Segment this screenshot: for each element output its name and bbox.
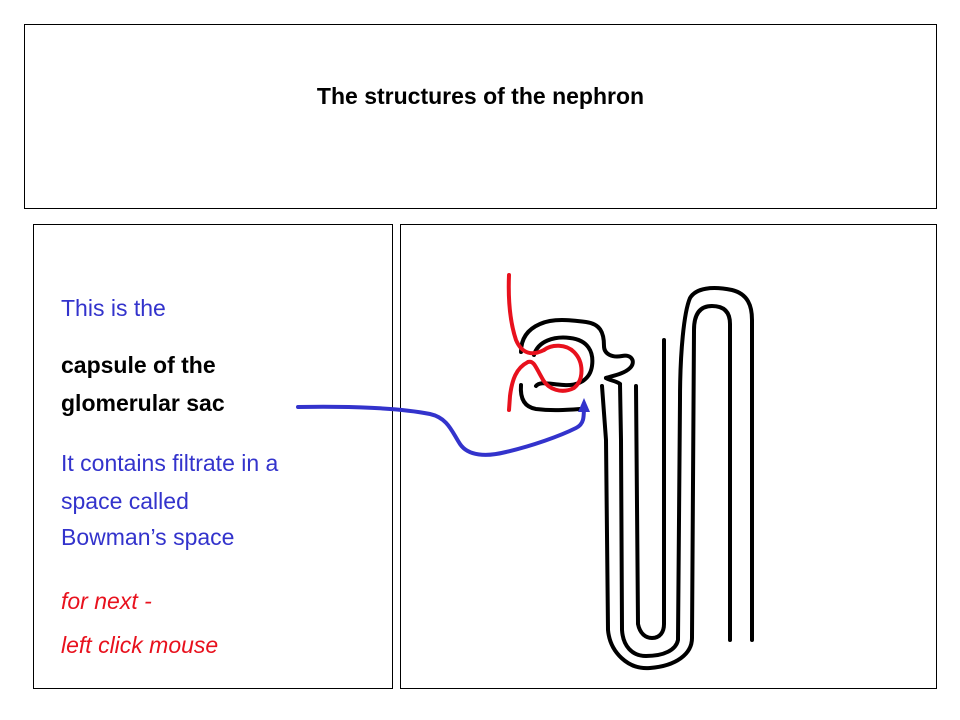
term-line-2: glomerular sac [61,390,225,416]
intro-text: This is the [61,295,166,321]
next-instruction-line-2[interactable]: left click mouse [61,632,219,658]
slide-title: The structures of the nephron [316,83,645,109]
diagram-panel [400,224,937,689]
title-panel: The structures of the nephron [24,24,937,209]
text-panel: This is the capsule of the glomerular sa… [33,224,393,689]
description-line-2: space called [61,488,189,514]
description-line-1: It contains filtrate in a [61,450,279,476]
term-line-1: capsule of the [61,352,216,378]
next-instruction-line-1[interactable]: for next - [61,588,152,614]
description-line-3: Bowman’s space [61,524,235,550]
